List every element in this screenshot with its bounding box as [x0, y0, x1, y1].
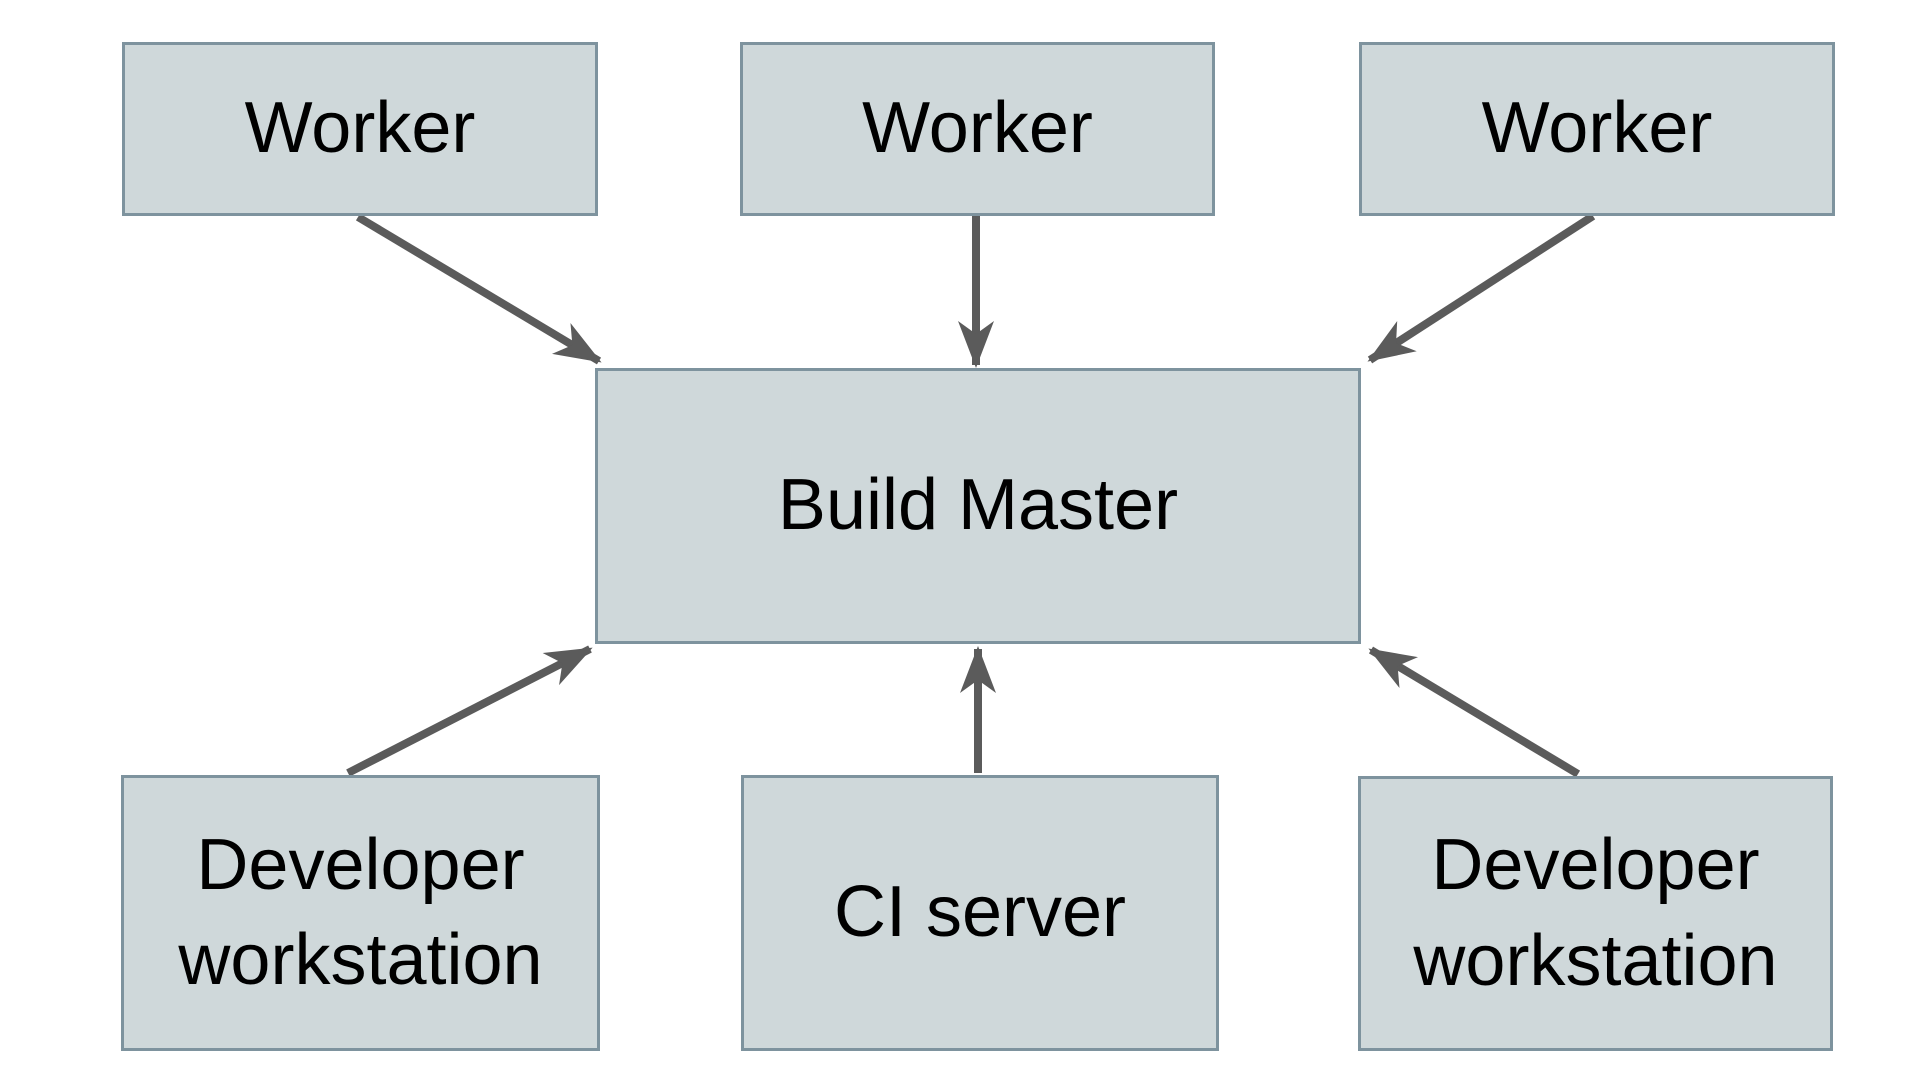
arrow-worker-1-to-build-master	[355, 213, 602, 365]
arrow-developer-workstation-2-to-build-master	[1368, 646, 1581, 778]
node-developer-workstation-1-label: Developer workstation	[178, 824, 543, 1000]
node-build-master-label: Build Master	[777, 465, 1179, 546]
node-developer-workstation-1: Developer workstation	[121, 775, 600, 1051]
arrow-developer-workstation-1-to-build-master	[346, 645, 593, 777]
node-worker-2-label: Worker	[862, 88, 1093, 169]
node-worker-1-label: Worker	[244, 88, 476, 169]
node-developer-workstation-2-label: Developer workstation	[1413, 825, 1778, 1001]
node-build-master: Build Master	[595, 368, 1361, 644]
node-ci-server: CI server	[741, 775, 1219, 1051]
node-worker-3-label: Worker	[1481, 88, 1713, 169]
node-worker-3: Worker	[1359, 42, 1835, 216]
arrow-worker-3-to-build-master	[1367, 212, 1596, 364]
node-worker-2: Worker	[740, 42, 1215, 216]
node-worker-1: Worker	[122, 42, 598, 216]
node-developer-workstation-2: Developer workstation	[1358, 776, 1833, 1051]
node-ci-server-label: CI server	[833, 872, 1127, 953]
